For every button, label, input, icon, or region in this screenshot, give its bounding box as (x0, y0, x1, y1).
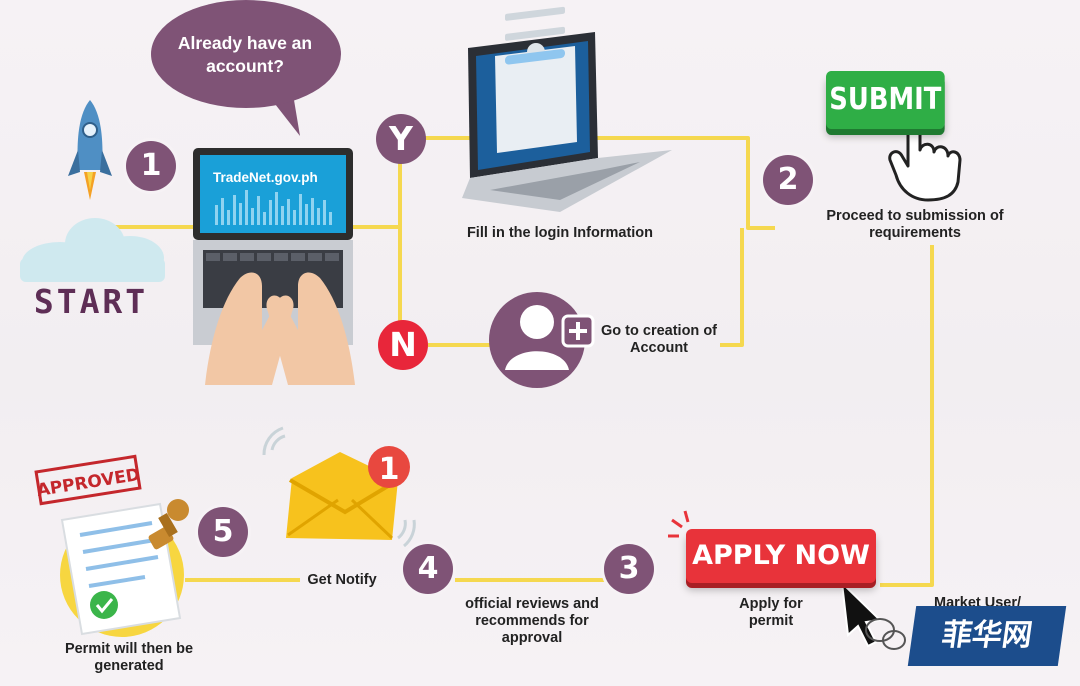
label-permit-generated: Permit will then be generated (64, 641, 194, 674)
notification-count: 1 (379, 452, 400, 487)
approved-stamp: APPROVED (34, 454, 142, 506)
step-4-circle: 4 (403, 544, 453, 594)
laptop-typing-icon (193, 148, 355, 385)
apply-now-button[interactable]: APPLY NOW (686, 529, 876, 583)
login-laptop-icon (462, 6, 672, 212)
step-1-circle: 1 (126, 141, 176, 191)
label-apply-permit: Apply for permit (739, 596, 803, 629)
permit-document-icon (60, 499, 189, 637)
step-3-circle: 3 (604, 544, 654, 594)
bubble-question: Already have an account? (177, 33, 313, 76)
speech-bubble (151, 0, 341, 136)
connector-create-to-step2 (720, 228, 744, 347)
rocket-icon (68, 100, 112, 200)
label-fill-login: Fill in the login Information (466, 225, 654, 241)
no-circle: N (378, 320, 428, 370)
start-label: START (33, 282, 149, 321)
label-proceed-submission: Proceed to submission of requirements (826, 208, 1004, 241)
laptop-screen-text: TradeNet.gov.ph (213, 170, 318, 185)
label-get-notify: Get Notify (307, 572, 377, 588)
chat-bubble-icon (865, 618, 906, 650)
pointing-hand-icon (888, 113, 962, 202)
connector-step2-down (880, 245, 934, 587)
cursor-arrow-icon (840, 580, 883, 648)
label-create-account: Go to creation of Account (601, 323, 717, 356)
envelope-icon: 1 (262, 426, 416, 548)
attention-ticks-icon (668, 510, 690, 538)
submit-button[interactable]: SUBMIT (826, 71, 945, 129)
label-official-reviews: official reviews and recommends for appr… (465, 596, 599, 646)
yes-circle: Y (376, 114, 426, 164)
add-user-icon (489, 292, 595, 388)
cloud-icon (20, 218, 165, 282)
stamp-icon (148, 499, 189, 550)
step-5-circle: 5 (198, 507, 248, 557)
watermark-logo: 菲华网 (907, 606, 1067, 666)
step-2-circle: 2 (763, 155, 813, 205)
